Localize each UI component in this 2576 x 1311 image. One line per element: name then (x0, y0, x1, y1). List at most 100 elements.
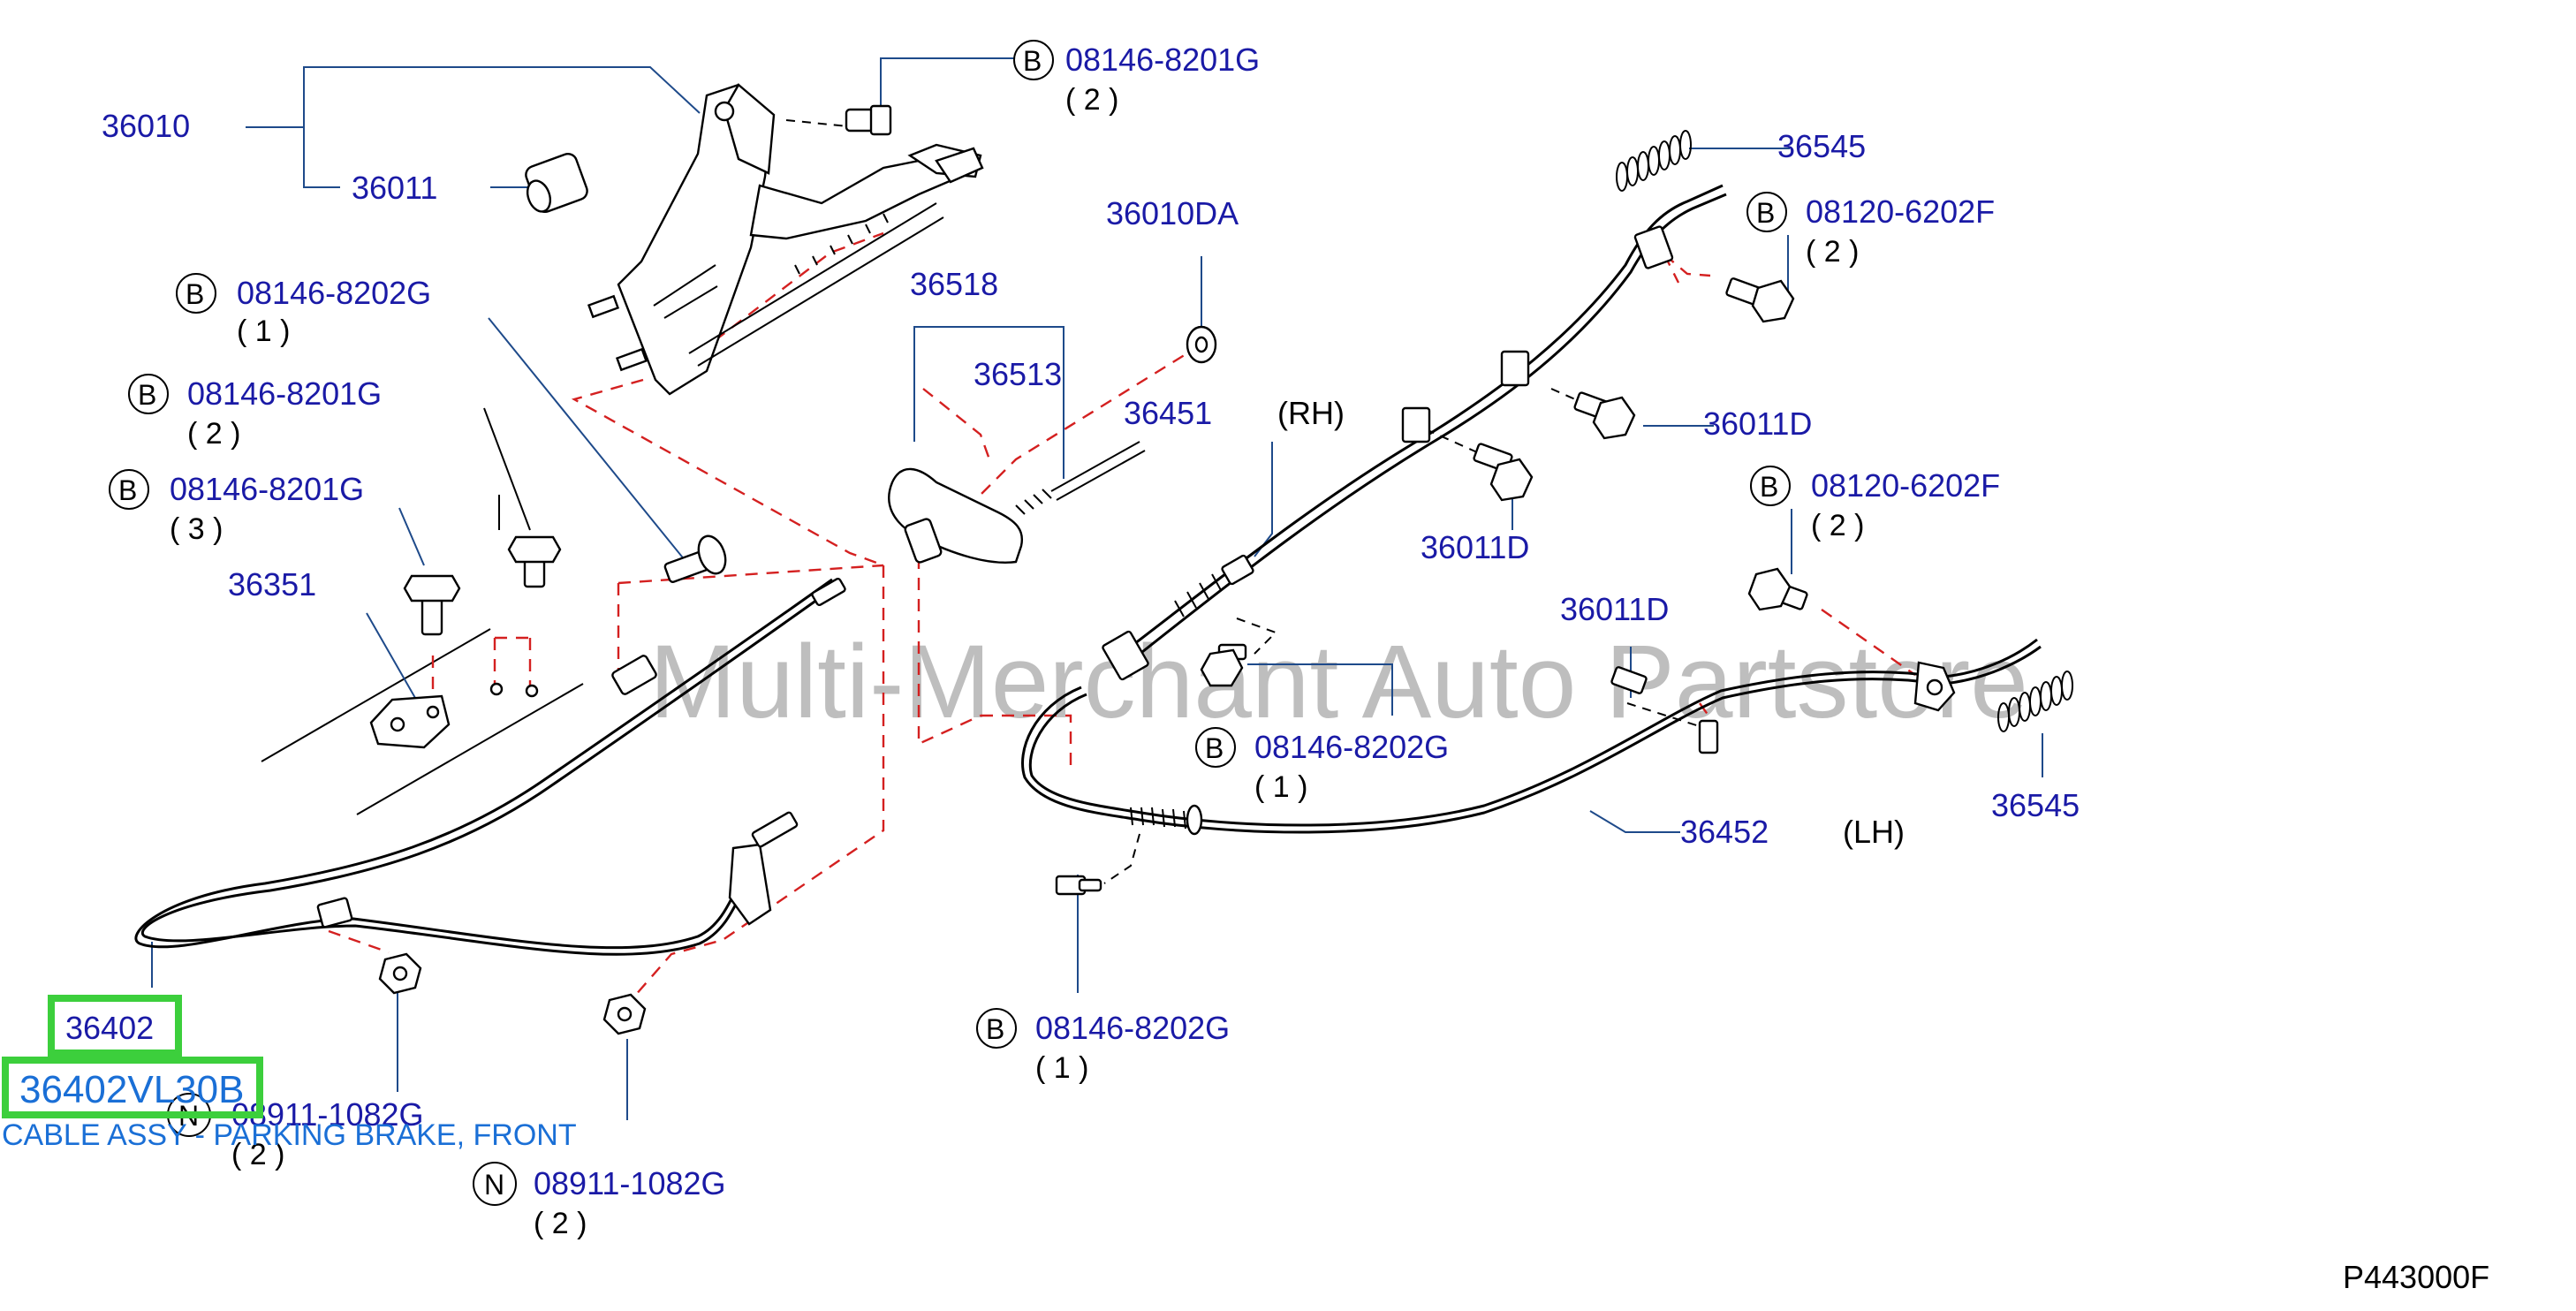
part-description: CABLE ASSY - PARKING BRAKE, FRONT (2, 1118, 577, 1152)
nut-right (602, 993, 647, 1035)
front-cable-36402 (134, 577, 846, 956)
svg-text:08146-8202G: 08146-8202G (237, 275, 431, 311)
bolt-08146-8202G-center (1200, 643, 1247, 687)
callout-b-08146-8201G-low: B 08146-8201G ( 3 ) (109, 469, 364, 546)
svg-text:N: N (484, 1169, 504, 1201)
callout-b-08146-8202G-left: B 08146-8202G ( 1 ) (176, 273, 431, 348)
bushing-36011 (525, 152, 588, 214)
rear-cable-rh-36451 (1102, 184, 1727, 681)
svg-text:B: B (1756, 197, 1775, 229)
nut-left (378, 952, 422, 995)
svg-text:( 2 ): ( 2 ) (231, 1138, 284, 1171)
callout-b-08146-8201G-mid: B 08146-8201G ( 2 ) (128, 374, 382, 451)
svg-text:36518: 36518 (910, 266, 998, 302)
assembly-dashed-lines (328, 231, 1916, 997)
svg-text:( 2 ): ( 2 ) (534, 1207, 587, 1240)
bolt-08146-8202G-bottom (1055, 875, 1102, 896)
callout-b-08120-6202F-top: B 08120-6202F ( 2 ) (1746, 192, 1995, 269)
bolt-36011D-b (1473, 443, 1534, 502)
part-number-36402[interactable]: 36402 (65, 1010, 154, 1046)
label-36545-top: 36545 (1777, 128, 1866, 164)
svg-text:36451: 36451 (1124, 395, 1212, 431)
svg-text:( 3 ): ( 3 ) (170, 512, 223, 546)
label-rh: (RH) (1277, 395, 1345, 431)
svg-text:36545: 36545 (1991, 787, 2080, 823)
svg-text:( 2 ): ( 2 ) (1811, 509, 1864, 542)
bolt-low-08146-8201G (403, 574, 461, 636)
svg-text:B: B (1023, 45, 1042, 77)
svg-text:36011D: 36011D (1421, 529, 1529, 565)
spring-36545-top (1616, 130, 1692, 192)
svg-text:( 1 ): ( 1 ) (1035, 1051, 1088, 1085)
svg-text:36545: 36545 (1777, 128, 1866, 164)
bracket-36351 (369, 682, 539, 749)
label-36011D-b: 36011D (1421, 529, 1529, 565)
label-36513: 36513 (974, 356, 1062, 392)
svg-text:36452: 36452 (1680, 814, 1769, 850)
svg-text:B: B (138, 379, 156, 411)
callout-b-08146-8201G-top: B 08146-8201G ( 2 ) (1013, 40, 1260, 117)
label-36011: 36011 (352, 170, 437, 206)
svg-text:B: B (1760, 471, 1778, 503)
label-36452: 36452 (1680, 814, 1769, 850)
bolt-08120-6202F-top (1725, 277, 1795, 323)
svg-text:08146-8201G: 08146-8201G (1065, 42, 1260, 78)
floor-panel-lines (261, 407, 584, 815)
label-36010: 36010 (102, 108, 190, 144)
svg-text:( 2 ): ( 2 ) (1806, 235, 1859, 269)
svg-text:(LH): (LH) (1843, 814, 1905, 850)
bolt-08120-6202F-mid (1747, 567, 1808, 611)
svg-text:36010: 36010 (102, 108, 190, 144)
svg-text:B: B (1205, 732, 1224, 764)
label-36451: 36451 (1124, 395, 1212, 431)
label-36545-bottom: 36545 (1991, 787, 2080, 823)
highlighted-part-36402[interactable]: 36402 (48, 995, 182, 1057)
svg-text:36351: 36351 (228, 566, 316, 602)
full-part-number-highlight-box[interactable] (2, 1057, 263, 1118)
svg-text:08146-8202G: 08146-8202G (1254, 729, 1449, 765)
part-number-highlight-box[interactable] (48, 995, 182, 1057)
label-36011D-a: 36011D (1703, 405, 1812, 442)
pedal-bracket-assembly (587, 83, 984, 396)
bolt-36011D-a (1573, 391, 1636, 440)
highlighted-full-part-number[interactable]: 36402VL30B (2, 1057, 263, 1118)
bolt-left-08146-8202G (663, 534, 727, 583)
svg-text:( 2 ): ( 2 ) (1065, 83, 1118, 117)
svg-text:08146-8202G: 08146-8202G (1035, 1010, 1230, 1046)
svg-text:B: B (118, 474, 137, 506)
svg-text:B: B (186, 278, 204, 310)
svg-text:36011: 36011 (352, 170, 437, 206)
label-36011D-c: 36011D (1560, 591, 1669, 627)
bolt-top (845, 104, 892, 136)
callout-n-08911-1082G-left: N 08911-1082G ( 2 ) (167, 1093, 424, 1171)
full-part-number[interactable]: 36402VL30B (19, 1068, 244, 1111)
svg-text:36010DA: 36010DA (1106, 195, 1239, 231)
assembly-dashed-black (785, 119, 1711, 884)
callout-n-08911-1082G-right: N 08911-1082G ( 2 ) (473, 1162, 726, 1240)
svg-text:36011D: 36011D (1560, 591, 1669, 627)
label-36351: 36351 (228, 566, 316, 602)
watermark: Multi-Merchant Auto Partstore (649, 624, 2028, 740)
label-lh: (LH) (1843, 814, 1905, 850)
svg-text:08120-6202F: 08120-6202F (1811, 467, 2000, 504)
svg-text:36011D: 36011D (1703, 405, 1812, 442)
svg-text:( 1 ): ( 1 ) (1254, 770, 1307, 804)
callout-b-08146-8202G-bottom: B 08146-8202G ( 1 ) (976, 1008, 1230, 1085)
svg-text:36513: 36513 (974, 356, 1062, 392)
svg-text:08911-1082G: 08911-1082G (534, 1165, 726, 1201)
svg-text:( 2 ): ( 2 ) (187, 417, 240, 451)
callout-b-08120-6202F-mid: B 08120-6202F ( 2 ) (1750, 466, 2000, 542)
svg-text:08911-1082G: 08911-1082G (231, 1096, 424, 1133)
label-36010DA: 36010DA (1106, 195, 1239, 231)
svg-text:(RH): (RH) (1277, 395, 1345, 431)
svg-text:08120-6202F: 08120-6202F (1806, 193, 1995, 230)
callout-b-08146-8202G-center: B 08146-8202G ( 1 ) (1195, 727, 1449, 804)
svg-text:( 1 ): ( 1 ) (237, 314, 290, 348)
equalizer-36518 (888, 441, 1146, 564)
washer-36010DA (1186, 325, 1217, 364)
label-36518: 36518 (910, 266, 998, 302)
bolt-mid-08146-8201G (507, 535, 562, 588)
bolt-36011D-c (1610, 666, 1648, 694)
diagram-code: P443000F (2343, 1259, 2489, 1295)
